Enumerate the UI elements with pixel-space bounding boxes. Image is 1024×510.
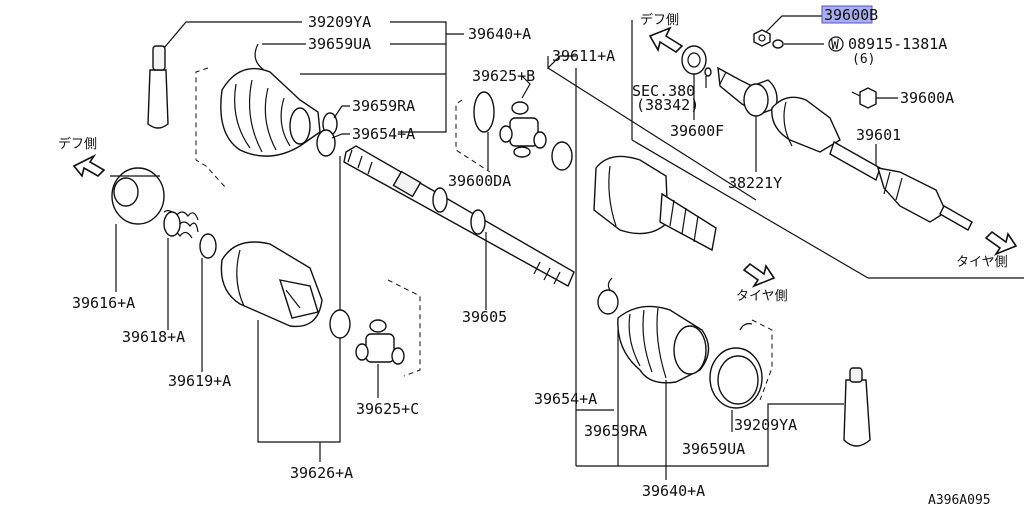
arrow-tire-side-mid [742, 262, 776, 288]
washer-symbol-w: W [831, 38, 839, 53]
label-39616a: 39616+A [72, 294, 135, 312]
washer-symbol-circle [828, 36, 844, 52]
label-39625c: 39625+C [356, 400, 419, 418]
nut-39600b [753, 29, 771, 47]
leader-lines [115, 15, 898, 480]
boot-dashed-outline [195, 67, 227, 189]
label-39640a-bottom: 39640+A [642, 482, 705, 500]
label-39659ra-top: 39659RA [352, 97, 415, 115]
housing-39626a [220, 241, 323, 328]
label-39640a-top: 39640+A [468, 25, 531, 43]
label-08915-qty: (6) [852, 52, 875, 67]
arrow-diff-side-left [72, 153, 106, 178]
housing-39611a [593, 155, 717, 252]
label-sec-380: SEC.380 [632, 82, 695, 100]
label-39625b: 39625+B [472, 67, 535, 85]
label-39209ya-bottom: 39209YA [734, 416, 797, 434]
clamp-band-39659ua [709, 323, 763, 409]
spider-39625b [499, 101, 547, 158]
highlight-box-39600b [821, 5, 873, 24]
band-dashed [751, 319, 773, 401]
label-39659ua-top: 39659UA [308, 35, 371, 53]
snap-ring-39654a [316, 129, 336, 157]
boot-top-left [220, 43, 321, 157]
label-39654a-bottom: 39654+A [534, 390, 597, 408]
ring-39654a-right [551, 141, 573, 171]
spider-39625c [355, 319, 405, 365]
spider-b-dashed [455, 99, 491, 173]
snap-ring-39600da [473, 91, 495, 133]
label-39600da: 39600DA [448, 172, 511, 190]
label-39600a: 39600A [900, 89, 954, 107]
axle-39601 [771, 96, 973, 231]
label-39600b[interactable]: 39600B [824, 6, 878, 24]
label-diff-side-top: デフ側 [640, 12, 679, 28]
shaft-39605 [343, 145, 575, 287]
spring-39618a [163, 210, 199, 239]
label-39659ra-bottom: 39659RA [584, 422, 647, 440]
label-39601: 39601 [856, 126, 901, 144]
joint-38221y [717, 66, 778, 117]
oil-seal-39600f [681, 45, 712, 77]
label-tire-side-mid: タイヤ側 [736, 289, 788, 304]
label-39659ua-bottom: 39659UA [682, 440, 745, 458]
label-tire-side-right: タイヤ側 [956, 255, 1008, 270]
label-39619a: 39619+A [168, 372, 231, 390]
grease-tube-right [843, 367, 871, 447]
washer-08915 [772, 39, 784, 49]
label-sec-380-ref: (38342) [636, 96, 699, 114]
diagram-code: A396A095 [928, 493, 991, 508]
label-39654a-top: 39654+A [352, 125, 415, 143]
label-39209ya-top: 39209YA [308, 13, 371, 31]
label-39626a: 39626+A [290, 464, 353, 482]
grease-tube-left [147, 45, 169, 129]
clamp-39659ra-bottom [597, 277, 619, 315]
arrow-diff-side-top [648, 26, 684, 54]
label-39611a: 39611+A [552, 47, 615, 65]
label-diff-side-left: デフ側 [58, 136, 97, 152]
shaft-axis-guide [547, 67, 757, 201]
spider-c-dashed [387, 279, 421, 377]
arrow-tire-side-right [984, 230, 1018, 256]
circlip-39619a [199, 233, 217, 259]
cap-39616a [110, 167, 165, 225]
label-39605: 39605 [462, 308, 507, 326]
frame-divider-diagonal [631, 139, 869, 279]
label-39600f: 39600F [670, 122, 724, 140]
boot-bottom [617, 305, 710, 384]
ring-39654a-left [329, 309, 351, 339]
label-08915: 08915-1381A [848, 35, 947, 53]
bolt-39600a [851, 87, 877, 109]
label-38221y: 38221Y [728, 174, 782, 192]
label-39618a: 39618+A [122, 328, 185, 346]
